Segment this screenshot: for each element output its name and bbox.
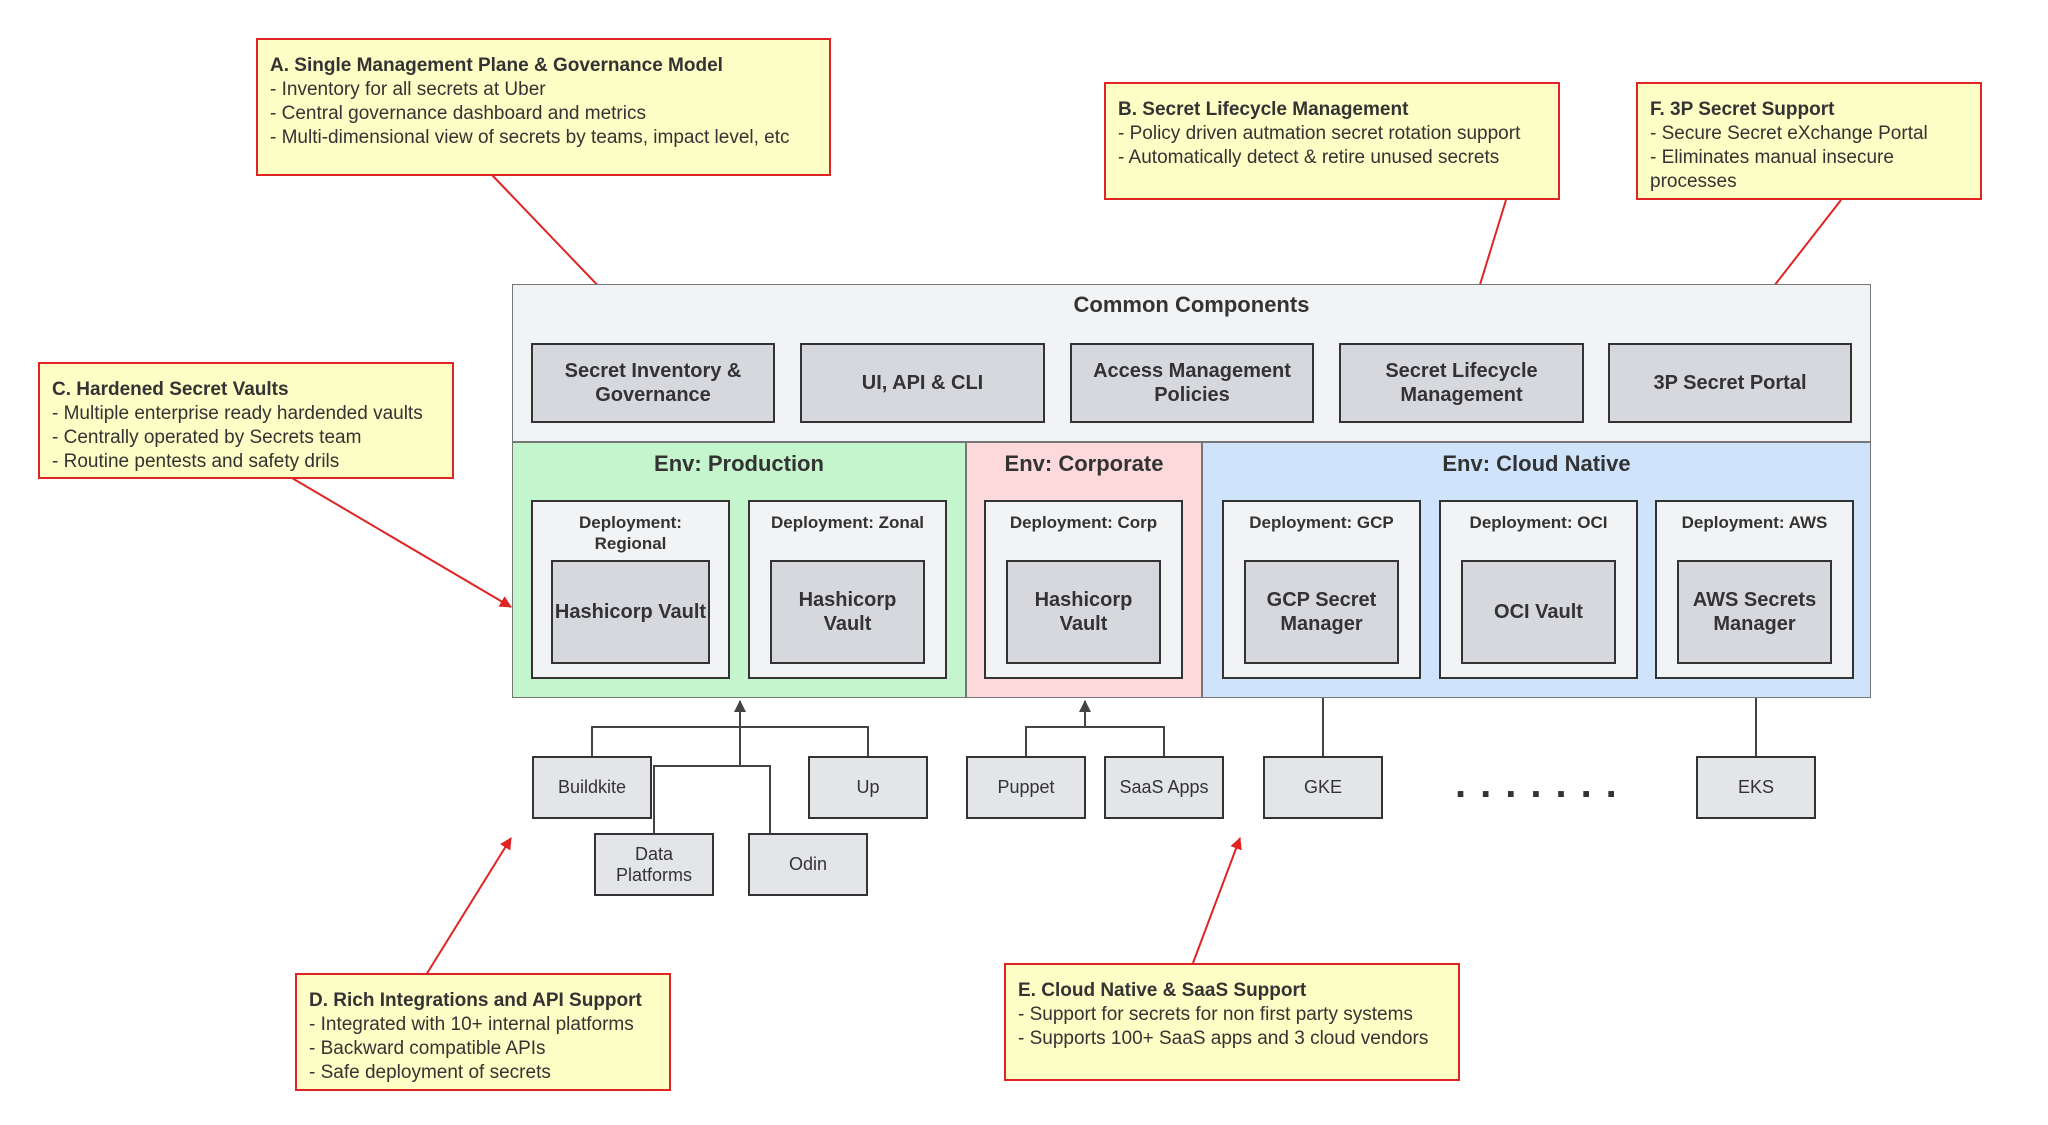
arrow-c <box>291 477 512 608</box>
integration-eks: EKS <box>1696 756 1816 819</box>
component-secret-lifecycle: Secret Lifecycle Management <box>1339 343 1584 423</box>
integration-puppet: Puppet <box>966 756 1086 819</box>
note-line: - Multiple enterprise ready hardended va… <box>52 403 423 424</box>
deployment-label: Deployment: Regional <box>579 513 682 553</box>
deployment-label: Deployment: GCP <box>1249 513 1394 532</box>
deployment-aws: Deployment: AWS AWS Secrets Manager <box>1655 500 1854 679</box>
note-line: - Safe deployment of secrets <box>309 1062 551 1083</box>
note-title: F. 3P Secret Support <box>1650 99 1835 120</box>
env-production-title: Env: Production <box>654 451 824 476</box>
note-line: - Supports 100+ SaaS apps and 3 cloud ve… <box>1018 1028 1429 1049</box>
deployment-label: Deployment: Corp <box>1009 513 1158 532</box>
arrow-d <box>425 837 512 976</box>
note-line: - Secure Secret eXchange Portal <box>1650 123 1928 144</box>
deployment-label: Deployment: AWS <box>1681 513 1828 532</box>
note-title: B. Secret Lifecycle Management <box>1118 99 1409 120</box>
common-components-title: Common Components <box>1073 292 1310 317</box>
integration-saas-apps: SaaS Apps <box>1104 756 1224 819</box>
integration-buildkite: Buildkite <box>532 756 652 819</box>
more-integrations-ellipsis: ....... <box>1455 762 1631 806</box>
note-secret-lifecycle: B. Secret Lifecycle Management - Policy … <box>1104 82 1560 200</box>
vault-box: AWS Secrets Manager <box>1677 560 1832 664</box>
integration-odin: Odin <box>748 833 868 896</box>
note-title: C. Hardened Secret Vaults <box>52 379 289 400</box>
deployment-label: Deployment: OCI <box>1469 513 1608 532</box>
vault-box: GCP Secret Manager <box>1244 560 1399 664</box>
vault-box: Hashicorp Vault <box>551 560 710 664</box>
note-line: - Integrated with 10+ internal platforms <box>309 1014 634 1035</box>
note-line: - Central governance dashboard and metri… <box>270 103 646 124</box>
link-buildkite <box>591 726 740 756</box>
link-up <box>740 726 869 756</box>
deployment-regional: Deployment: Regional Hashicorp Vault <box>531 500 730 679</box>
deployment-label: Deployment: Zonal <box>770 513 924 532</box>
note-line: - Eliminates manual insecure processes <box>1650 147 1894 192</box>
arrow-e <box>1192 837 1242 964</box>
note-single-management-plane: A. Single Management Plane & Governance … <box>256 38 831 176</box>
env-cloud-native-title: Env: Cloud Native <box>1442 451 1631 476</box>
component-3p-portal: 3P Secret Portal <box>1608 343 1852 423</box>
note-title: E. Cloud Native & SaaS Support <box>1018 980 1307 1001</box>
note-line: - Automatically detect & retire unused s… <box>1118 147 1500 168</box>
vault-box: Hashicorp Vault <box>1006 560 1161 664</box>
note-title: D. Rich Integrations and API Support <box>309 990 642 1011</box>
link-data-platforms <box>653 765 740 833</box>
note-title: A. Single Management Plane & Governance … <box>270 55 723 76</box>
deployment-zonal: Deployment: Zonal Hashicorp Vault <box>748 500 947 679</box>
vault-box: OCI Vault <box>1461 560 1616 664</box>
integration-gke: GKE <box>1263 756 1383 819</box>
vault-box: Hashicorp Vault <box>770 560 925 664</box>
integration-data-platforms: Data Platforms <box>594 833 714 896</box>
note-line: - Backward compatible APIs <box>309 1038 546 1059</box>
note-line: - Policy driven autmation secret rotatio… <box>1118 123 1521 144</box>
note-cloud-native-saas: E. Cloud Native & SaaS Support - Support… <box>1004 963 1460 1081</box>
note-3p-secret-support: F. 3P Secret Support - Secure Secret eXc… <box>1636 82 1982 200</box>
deployment-corp: Deployment: Corp Hashicorp Vault <box>984 500 1183 679</box>
deployment-oci: Deployment: OCI OCI Vault <box>1439 500 1638 679</box>
component-ui-api-cli: UI, API & CLI <box>800 343 1045 423</box>
note-line: - Support for secrets for non first part… <box>1018 1004 1413 1025</box>
note-line: - Routine pentests and safety drils <box>52 451 340 472</box>
note-line: - Centrally operated by Secrets team <box>52 427 362 448</box>
component-access-policies: Access Management Policies <box>1070 343 1314 423</box>
link-puppet <box>1025 726 1165 756</box>
integration-up: Up <box>808 756 928 819</box>
note-line: - Multi-dimensional view of secrets by t… <box>270 127 790 148</box>
component-secret-inventory: Secret Inventory & Governance <box>531 343 775 423</box>
deployment-gcp: Deployment: GCP GCP Secret Manager <box>1222 500 1421 679</box>
link-odin <box>740 765 771 833</box>
note-line: - Inventory for all secrets at Uber <box>270 79 546 100</box>
note-rich-integrations: D. Rich Integrations and API Support - I… <box>295 973 671 1091</box>
env-corporate-title: Env: Corporate <box>1004 451 1164 476</box>
note-hardened-vaults: C. Hardened Secret Vaults - Multiple ent… <box>38 362 454 479</box>
